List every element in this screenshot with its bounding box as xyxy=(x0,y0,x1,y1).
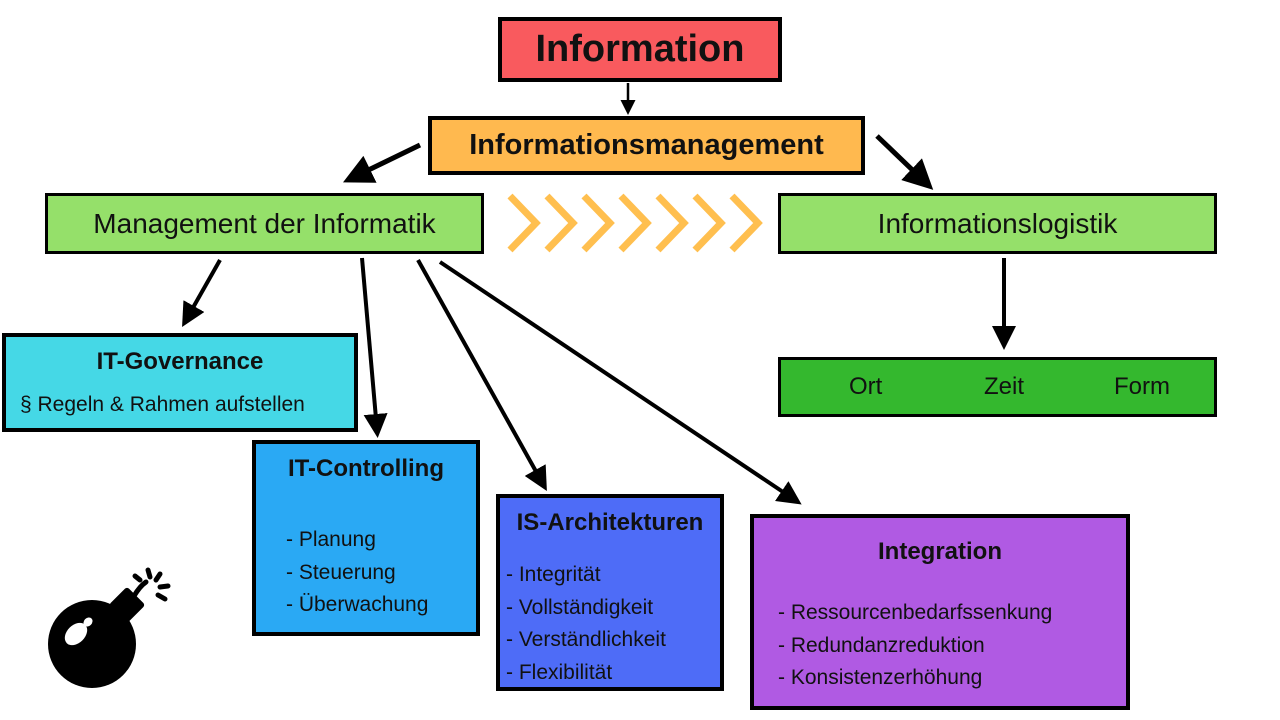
it-controlling-list: - Planung - Steuerung - Überwachung xyxy=(286,524,428,622)
bomb-icon xyxy=(48,567,171,688)
node-informationsmanagement: Informationsmanagement xyxy=(428,116,865,175)
arrow-mdi-to-itg xyxy=(182,259,222,327)
it-governance-text: § Regeln & Rahmen aufstellen xyxy=(20,393,305,416)
arrow-im-to-mdi xyxy=(343,142,422,183)
dimension-form: Form xyxy=(1114,373,1170,400)
it-controlling-title: IT-Controlling xyxy=(288,455,444,482)
node-integration: Integration - Ressourcenbedarfssenkung -… xyxy=(750,514,1130,710)
list-item: - Steuerung xyxy=(286,560,396,584)
list-item: - Vollständigkeit xyxy=(506,595,654,619)
node-logistik-dimensionen: Ort Zeit Form xyxy=(778,357,1217,417)
node-informationslogistik-label: Informationslogistik xyxy=(877,207,1118,239)
node-informationslogistik: Informationslogistik xyxy=(778,193,1217,254)
node-information: Information xyxy=(498,17,782,82)
arrow-mdi-to-int xyxy=(438,260,802,505)
node-management-der-informatik-label: Management der Informatik xyxy=(93,207,436,239)
integration-list: - Ressourcenbedarfssenkung - Redundanzre… xyxy=(778,597,1052,695)
arrow-im-to-il xyxy=(875,134,934,190)
node-management-der-informatik: Management der Informatik xyxy=(45,193,484,254)
chevron-right-icon xyxy=(507,193,763,253)
list-item: - Ressourcenbedarfssenkung xyxy=(778,601,1053,624)
is-architekturen-list: - Integrität - Vollständigkeit - Verstän… xyxy=(506,559,666,689)
node-informationsmanagement-label: Informationsmanagement xyxy=(469,129,824,161)
dimension-zeit: Zeit xyxy=(984,373,1025,400)
is-architekturen-title: IS-Architekturen xyxy=(516,509,704,536)
list-item: - Überwachung xyxy=(286,593,429,616)
it-governance-title: IT-Governance xyxy=(96,348,264,375)
list-item: - Verständlichkeit xyxy=(506,628,666,651)
dimension-ort: Ort xyxy=(849,373,883,400)
integration-title: Integration xyxy=(878,538,1002,565)
list-item: - Flexibilität xyxy=(506,660,613,684)
arrow-mdi-to-itc xyxy=(360,257,388,438)
node-it-controlling: IT-Controlling - Planung - Steuerung - Ü… xyxy=(252,440,480,636)
list-item: - Integrität xyxy=(506,563,601,586)
node-information-label: Information xyxy=(535,28,745,70)
node-is-architekturen: IS-Architekturen - Integrität - Vollstän… xyxy=(496,494,724,691)
list-item: - Redundanzreduktion xyxy=(778,633,985,657)
list-item: - Konsistenzerhöhung xyxy=(778,666,983,689)
node-it-governance: IT-Governance § Regeln & Rahmen aufstell… xyxy=(2,333,358,432)
list-item: - Planung xyxy=(286,528,376,551)
